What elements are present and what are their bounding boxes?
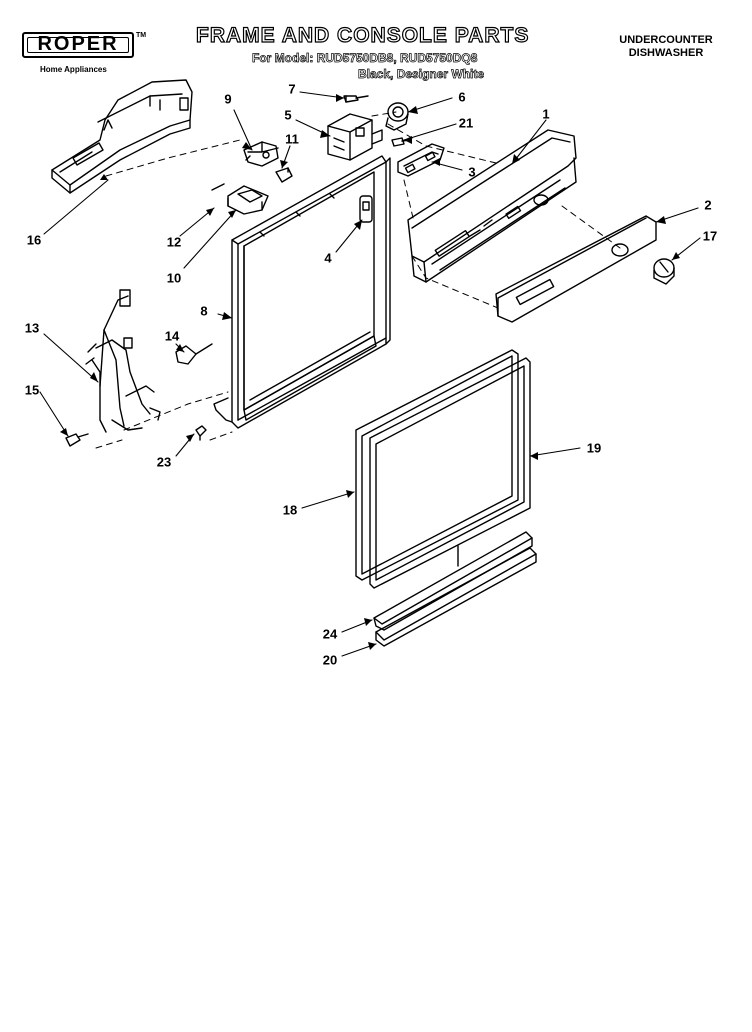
part-10-bracket xyxy=(227,185,269,215)
brand-trademark: TM xyxy=(136,32,147,39)
part-15-screw xyxy=(65,433,89,447)
part-4-latch-insert xyxy=(359,195,373,223)
part-2-control-panel-overlay xyxy=(495,215,657,323)
part-13-wire-harness xyxy=(85,289,161,433)
callout-7: 7 xyxy=(288,81,296,97)
part-18-inner-door-panel xyxy=(355,349,519,581)
callout-15: 15 xyxy=(24,382,40,398)
brand-tagline: Home Appliances xyxy=(40,65,107,74)
callout-13: 13 xyxy=(24,320,40,336)
callout-21: 21 xyxy=(458,115,474,131)
callout-8: 8 xyxy=(200,303,208,319)
callout-3: 3 xyxy=(468,164,476,180)
callout-16: 16 xyxy=(26,232,42,248)
product-type: UNDERCOUNTER DISHWASHER xyxy=(596,34,736,60)
callout-1: 1 xyxy=(542,106,550,122)
callout-11: 11 xyxy=(285,131,299,147)
part-16-console-cover xyxy=(51,79,193,194)
part-17-knob xyxy=(653,258,675,285)
callout-17: 17 xyxy=(702,228,718,244)
part-24-trim-strip xyxy=(373,531,533,631)
part-23-clip xyxy=(195,425,207,441)
callout-19: 19 xyxy=(586,440,602,456)
part-19-outer-door-panel xyxy=(369,357,531,589)
callout-4: 4 xyxy=(324,250,332,266)
callout-20: 20 xyxy=(322,652,338,668)
brand-name: ROPER xyxy=(37,33,119,55)
callout-14: 14 xyxy=(164,328,180,344)
part-12-clip xyxy=(211,183,225,191)
product-type-line: UNDERCOUNTER xyxy=(619,34,713,46)
callout-10: 10 xyxy=(166,270,182,286)
part-11-actuator xyxy=(275,167,293,183)
callout-2: 2 xyxy=(704,197,712,213)
part-6-selector xyxy=(385,102,409,131)
callout-24: 24 xyxy=(322,626,338,642)
callout-9: 9 xyxy=(224,91,232,107)
callout-12: 12 xyxy=(166,234,182,250)
part-20-bottom-trim xyxy=(375,547,537,647)
callout-23: 23 xyxy=(156,454,172,470)
roper-logo-badge xyxy=(22,32,134,58)
callout-6: 6 xyxy=(458,89,466,105)
part-1-console-panel xyxy=(407,129,577,283)
product-type-line: DISHWASHER xyxy=(628,47,704,59)
diagram-title: FRAME AND CONSOLE PARTS xyxy=(195,23,530,47)
part-9-switch xyxy=(243,141,279,167)
part-5-control-module xyxy=(327,113,383,161)
part-14-fuse xyxy=(175,343,213,365)
assembly-lines xyxy=(95,111,621,449)
model-numbers: For Model: RUD5750DB8, RUD5750DQ8 xyxy=(252,51,478,66)
part-7-screw xyxy=(343,95,369,103)
callout-arrowheads xyxy=(60,94,680,650)
model-colors: Black, Designer White xyxy=(358,67,485,82)
part-8-door-frame xyxy=(213,155,391,429)
callout-5: 5 xyxy=(284,107,292,123)
callout-18: 18 xyxy=(282,502,298,518)
